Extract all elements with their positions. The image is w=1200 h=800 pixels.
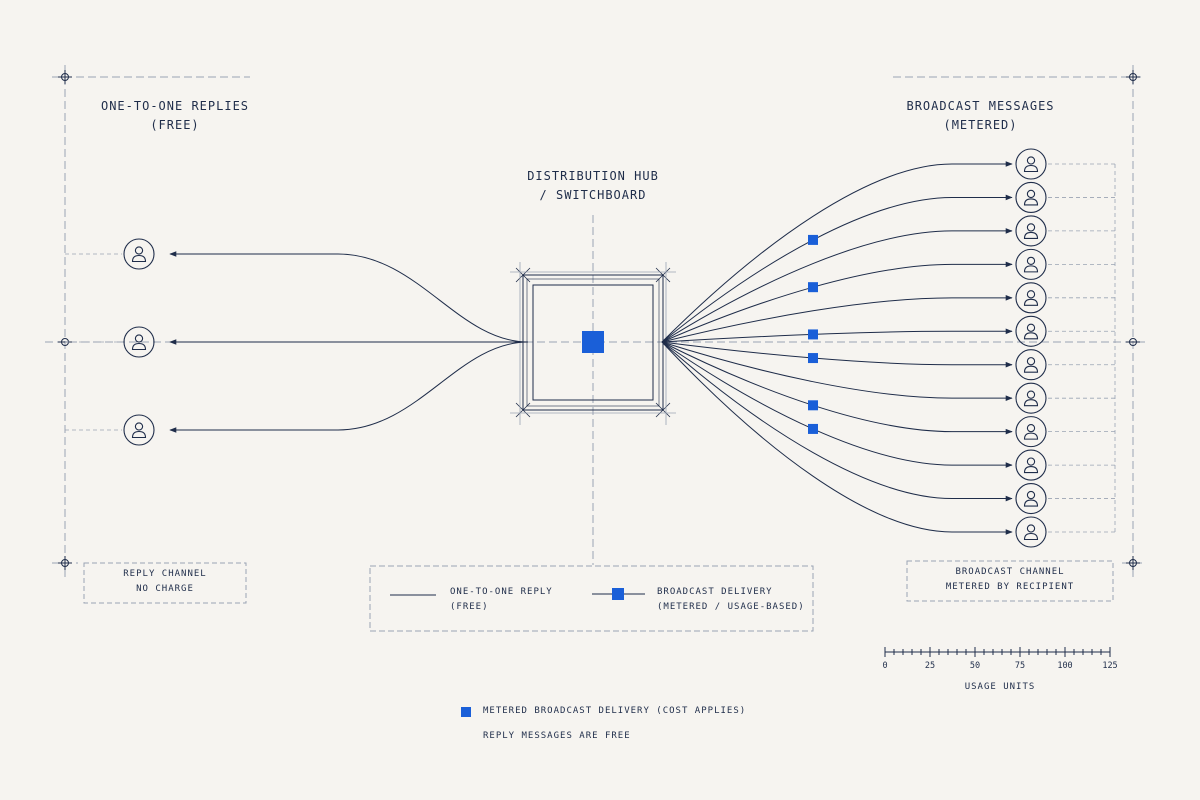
broadcast-line xyxy=(661,228,1013,343)
legend-broadcast-marker xyxy=(612,588,624,600)
broadcast-line xyxy=(661,161,1013,343)
user-circle-icon xyxy=(1015,148,1047,180)
footer-free-note: REPLY MESSAGES ARE FREE xyxy=(483,731,631,741)
metered-marker-icon xyxy=(808,353,818,364)
legend-reply-label: ONE-TO-ONE REPLY (FREE) xyxy=(450,587,553,612)
right-section-title: BROADCAST MESSAGES (METERED) xyxy=(906,99,1055,133)
user-circle-icon xyxy=(1015,282,1047,314)
broadcast-line xyxy=(661,295,1013,343)
usage-scale-label: USAGE UNITS xyxy=(964,682,1036,692)
hub-title: DISTRIBUTION HUB / SWITCHBOARD xyxy=(527,169,659,203)
user-circle-icon xyxy=(1015,449,1047,481)
broadcast-lines xyxy=(661,161,1013,535)
legend-box xyxy=(369,565,814,632)
metered-marker-icon xyxy=(808,329,818,340)
broadcast-channel-note: BROADCAST CHANNEL METERED BY RECIPIENT xyxy=(945,567,1075,592)
broadcast-recipients xyxy=(1015,148,1047,548)
frame-crosshairs xyxy=(58,70,1140,570)
user-circle-icon xyxy=(123,238,155,270)
user-circle-icon xyxy=(1015,382,1047,414)
hub-square-icon xyxy=(582,331,604,353)
user-circle-icon xyxy=(1015,349,1047,381)
broadcast-note-box xyxy=(906,560,1114,602)
broadcast-line xyxy=(661,194,1013,343)
broadcast-line xyxy=(661,261,1013,343)
usage-scale xyxy=(884,647,1111,657)
broadcast-line xyxy=(661,341,1013,535)
user-circle-icon xyxy=(1015,482,1047,515)
broadcast-line xyxy=(661,341,1013,502)
metered-marker-icon xyxy=(808,423,818,434)
reply-recipients xyxy=(123,238,155,446)
reply-channel-note: REPLY CHANNEL NO CHARGE xyxy=(123,569,207,594)
user-circle-icon xyxy=(1015,248,1047,280)
user-circle-icon xyxy=(1015,181,1047,214)
scale-tick-label: 125 xyxy=(1102,661,1118,671)
scale-tick-label: 75 xyxy=(1014,661,1026,671)
user-circle-icon xyxy=(1015,215,1047,247)
broadcast-line xyxy=(661,341,1013,401)
scale-tick-label: 25 xyxy=(924,661,936,671)
left-section-title: ONE-TO-ONE REPLIES (FREE) xyxy=(100,99,250,133)
user-circle-icon xyxy=(1015,416,1047,448)
metered-marker-icon xyxy=(808,400,818,411)
reply-line xyxy=(169,341,529,433)
broadcast-line xyxy=(661,328,1013,343)
broadcast-line xyxy=(661,341,1013,368)
user-circle-icon xyxy=(1015,315,1047,347)
reply-note-box xyxy=(83,562,247,604)
metered-marker-icon xyxy=(808,282,818,293)
reply-line xyxy=(169,251,529,343)
user-circle-icon xyxy=(123,414,155,446)
metered-marker-icon xyxy=(808,234,818,245)
footer-metered-icon xyxy=(461,707,471,717)
legend-broadcast-label: BROADCAST DELIVERY (METERED / USAGE-BASE… xyxy=(657,587,805,612)
user-circle-icon xyxy=(123,326,155,358)
broadcast-line xyxy=(661,341,1013,468)
user-circle-icon xyxy=(1015,516,1047,548)
footer-metered-note: METERED BROADCAST DELIVERY (COST APPLIES… xyxy=(483,706,747,716)
scale-tick-label: 50 xyxy=(969,661,981,671)
broadcast-line xyxy=(661,341,1013,435)
reply-lines xyxy=(65,251,529,433)
recipient-dimension-guides xyxy=(1048,163,1116,533)
scale-tick-label: 100 xyxy=(1057,661,1073,671)
scale-tick-label: 0 xyxy=(882,661,888,671)
frame-guides xyxy=(45,65,1145,578)
